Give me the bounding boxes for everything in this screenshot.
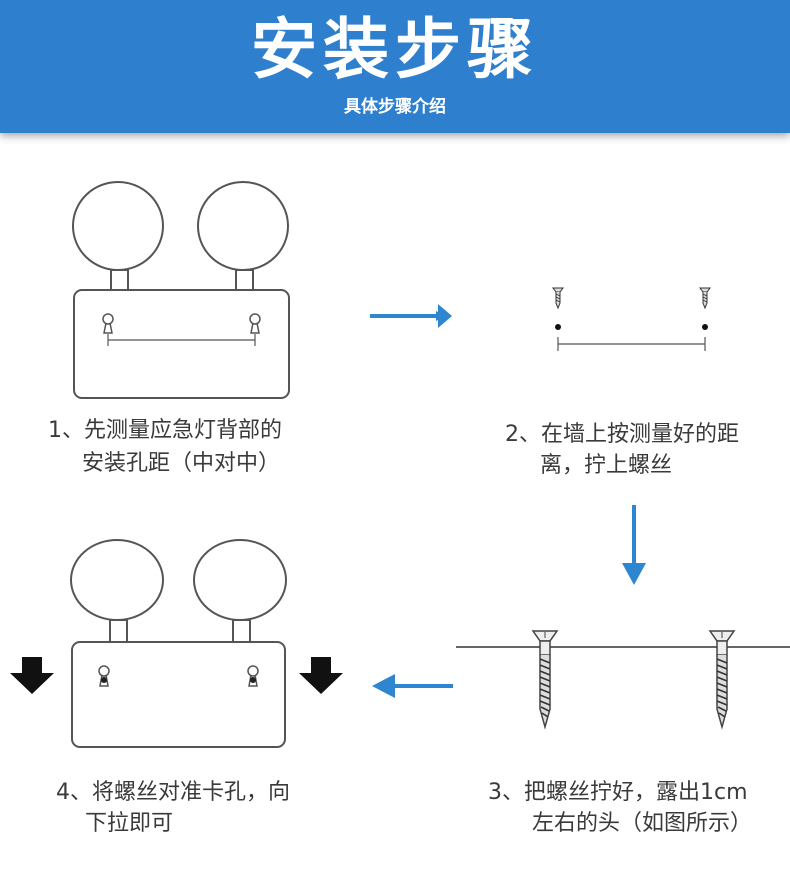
step3-wall-screws-illustration	[456, 630, 790, 728]
screw-left	[532, 630, 558, 728]
step2-caption-line1: 2、在墙上按测量好的距	[505, 422, 739, 447]
keyhole-right	[249, 313, 261, 325]
step1-caption-line2: 安装孔距（中对中）	[82, 451, 281, 476]
lamp-body	[73, 289, 290, 399]
mini-screw-left	[552, 287, 564, 309]
arrow-down	[632, 505, 636, 575]
step2-screw-illustration	[552, 287, 711, 351]
step2-caption-line2: 离，拧上螺丝	[540, 453, 673, 478]
arrow-left	[385, 684, 453, 688]
screw-right	[709, 630, 735, 728]
step3-caption-line1: 3、把螺丝拧好，露出1cm	[488, 780, 748, 805]
lamp-head-right	[197, 181, 289, 271]
lamp-head-left	[72, 181, 164, 271]
step4-caption-line1: 4、将螺丝对准卡孔，向	[56, 780, 290, 805]
step3-caption-line2: 左右的头（如图所示）	[532, 811, 753, 836]
header-banner: 安装步骤 具体步骤介绍	[0, 0, 790, 133]
keyhole-left	[102, 313, 114, 325]
mini-screw-right	[699, 287, 711, 309]
step1-caption-line1: 1、先测量应急灯背部的	[48, 418, 282, 443]
step1-lamp-illustration	[72, 181, 290, 399]
page-title: 安装步骤	[251, 11, 539, 88]
step4-lamp-illustration	[10, 539, 343, 748]
page-subtitle: 具体步骤介绍	[344, 97, 446, 117]
step4-caption-line2: 下拉即可	[85, 811, 174, 836]
down-arrow-left-icon	[10, 657, 54, 694]
down-arrow-right-icon	[299, 657, 343, 694]
